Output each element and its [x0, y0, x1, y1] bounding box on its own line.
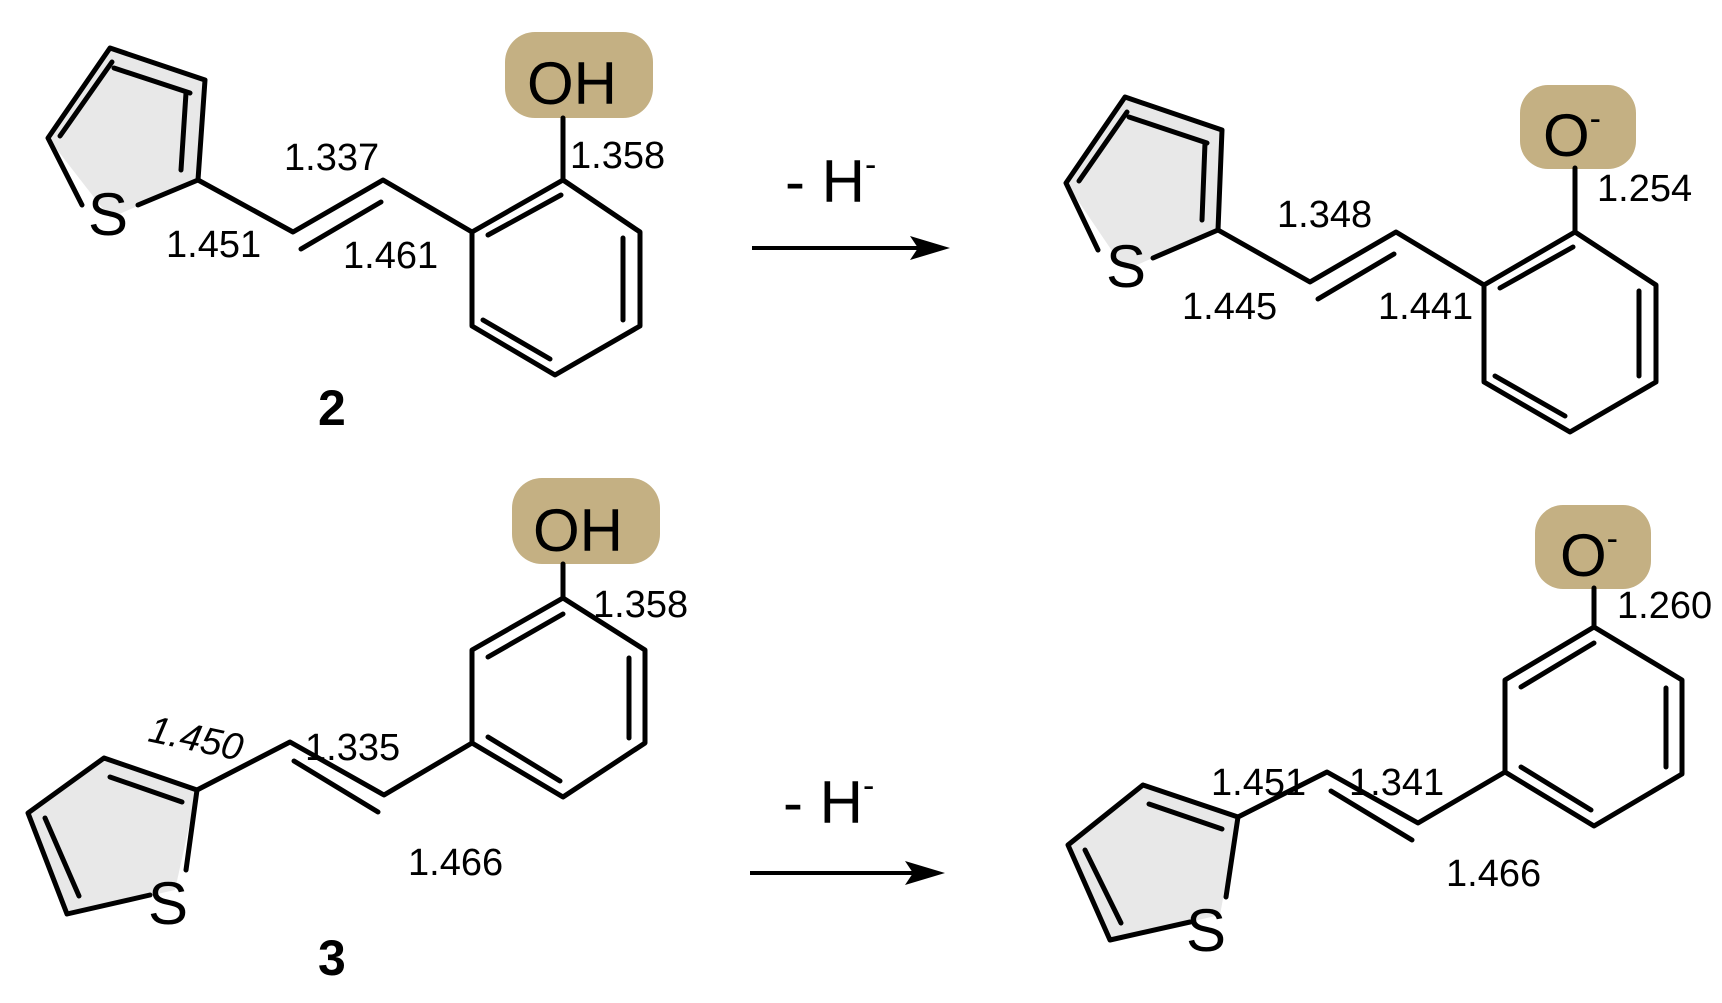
bond-length-co: 1.254 — [1597, 168, 1692, 210]
bond-length-vinyl-double: 1.348 — [1277, 194, 1372, 236]
thiophene-double-bonds — [1082, 801, 1225, 926]
compound-2-anion: O- S 1.254 1.348 1.445 1.441 — [1063, 85, 1692, 435]
bond-length-co: 1.260 — [1617, 585, 1712, 627]
bond-length-vinyl-aryl: 1.461 — [343, 235, 438, 277]
hydroxyl-highlight — [505, 32, 653, 118]
thiophene-double-bonds — [57, 59, 193, 173]
bond-length-thio-vinyl: 1.451 — [166, 224, 261, 266]
bond-length-thio-vinyl: 1.450 — [145, 709, 247, 770]
oxygen-label: O- — [1543, 100, 1601, 169]
phenol-ring — [1481, 229, 1659, 435]
bond-length-vinyl-double: 1.335 — [305, 727, 400, 769]
bond-length-thio-vinyl: 1.451 — [1211, 762, 1306, 804]
compound-3-anion: O- S 1.260 1.341 1.451 1.466 — [1065, 505, 1712, 964]
hydroxyl-highlight — [512, 478, 660, 564]
compound-3: OH S 1.358 1.335 1.450 1.466 3 — [25, 478, 688, 986]
compound-2: OH S 1.358 1.337 1.451 1.461 2 — [45, 32, 665, 436]
vinyl-double-bond — [291, 758, 381, 815]
compound-number: 3 — [318, 930, 346, 986]
reaction-arrow-1: - H- — [752, 146, 950, 260]
vinyl-chain — [195, 177, 475, 235]
oxygen-highlight — [1535, 505, 1651, 589]
phenol-double-bonds — [1492, 244, 1642, 419]
vinyl-double-bond — [1328, 788, 1415, 843]
arrow-head — [905, 861, 945, 885]
phenol-double-bonds — [485, 611, 632, 784]
vinyl-chain — [194, 739, 475, 798]
thiophene-ring — [1063, 94, 1225, 261]
bond-length-vinyl-aryl: 1.441 — [1378, 286, 1473, 328]
vinyl-double-bond — [1315, 251, 1397, 302]
arrow-head — [910, 236, 950, 260]
bond-length-co: 1.358 — [593, 584, 688, 626]
thiophene-ring — [45, 45, 208, 208]
bond-length-vinyl-double: 1.337 — [284, 137, 379, 179]
sulfur-label: S — [1106, 233, 1146, 300]
phenol-ring — [469, 177, 643, 378]
bond-length-vinyl-double: 1.341 — [1349, 762, 1444, 804]
phenol-double-bonds — [480, 192, 626, 362]
reagent-label: - H- — [785, 146, 876, 215]
oxygen-highlight — [1520, 85, 1636, 169]
reaction-arrow-2: - H- — [750, 767, 945, 885]
vinyl-chain — [1235, 769, 1508, 826]
compound-number: 2 — [318, 380, 346, 436]
phenol-double-bonds — [1518, 640, 1669, 813]
thiophene-double-bonds — [1076, 109, 1210, 223]
bond-length-co: 1.358 — [570, 135, 665, 177]
vinyl-double-bond — [298, 199, 384, 252]
bond-length-thio-vinyl: 1.445 — [1182, 286, 1277, 328]
phenol-ring — [1502, 624, 1685, 829]
thiophene-double-bonds — [42, 774, 185, 899]
hydroxyl-label: OH — [533, 497, 623, 564]
thiophene-ring-fill — [48, 48, 205, 218]
sulfur-label: S — [88, 181, 128, 248]
hydroxyl-label: OH — [527, 50, 617, 117]
oxygen-label: O- — [1560, 520, 1618, 589]
reagent-label: - H- — [783, 767, 874, 836]
bond-length-vinyl-aryl: 1.466 — [408, 842, 503, 884]
phenol-ring — [469, 595, 648, 800]
vinyl-chain — [1215, 227, 1487, 288]
sulfur-label: S — [148, 870, 188, 937]
bond-length-vinyl-aryl: 1.466 — [1446, 853, 1541, 895]
sulfur-label: S — [1186, 897, 1226, 964]
